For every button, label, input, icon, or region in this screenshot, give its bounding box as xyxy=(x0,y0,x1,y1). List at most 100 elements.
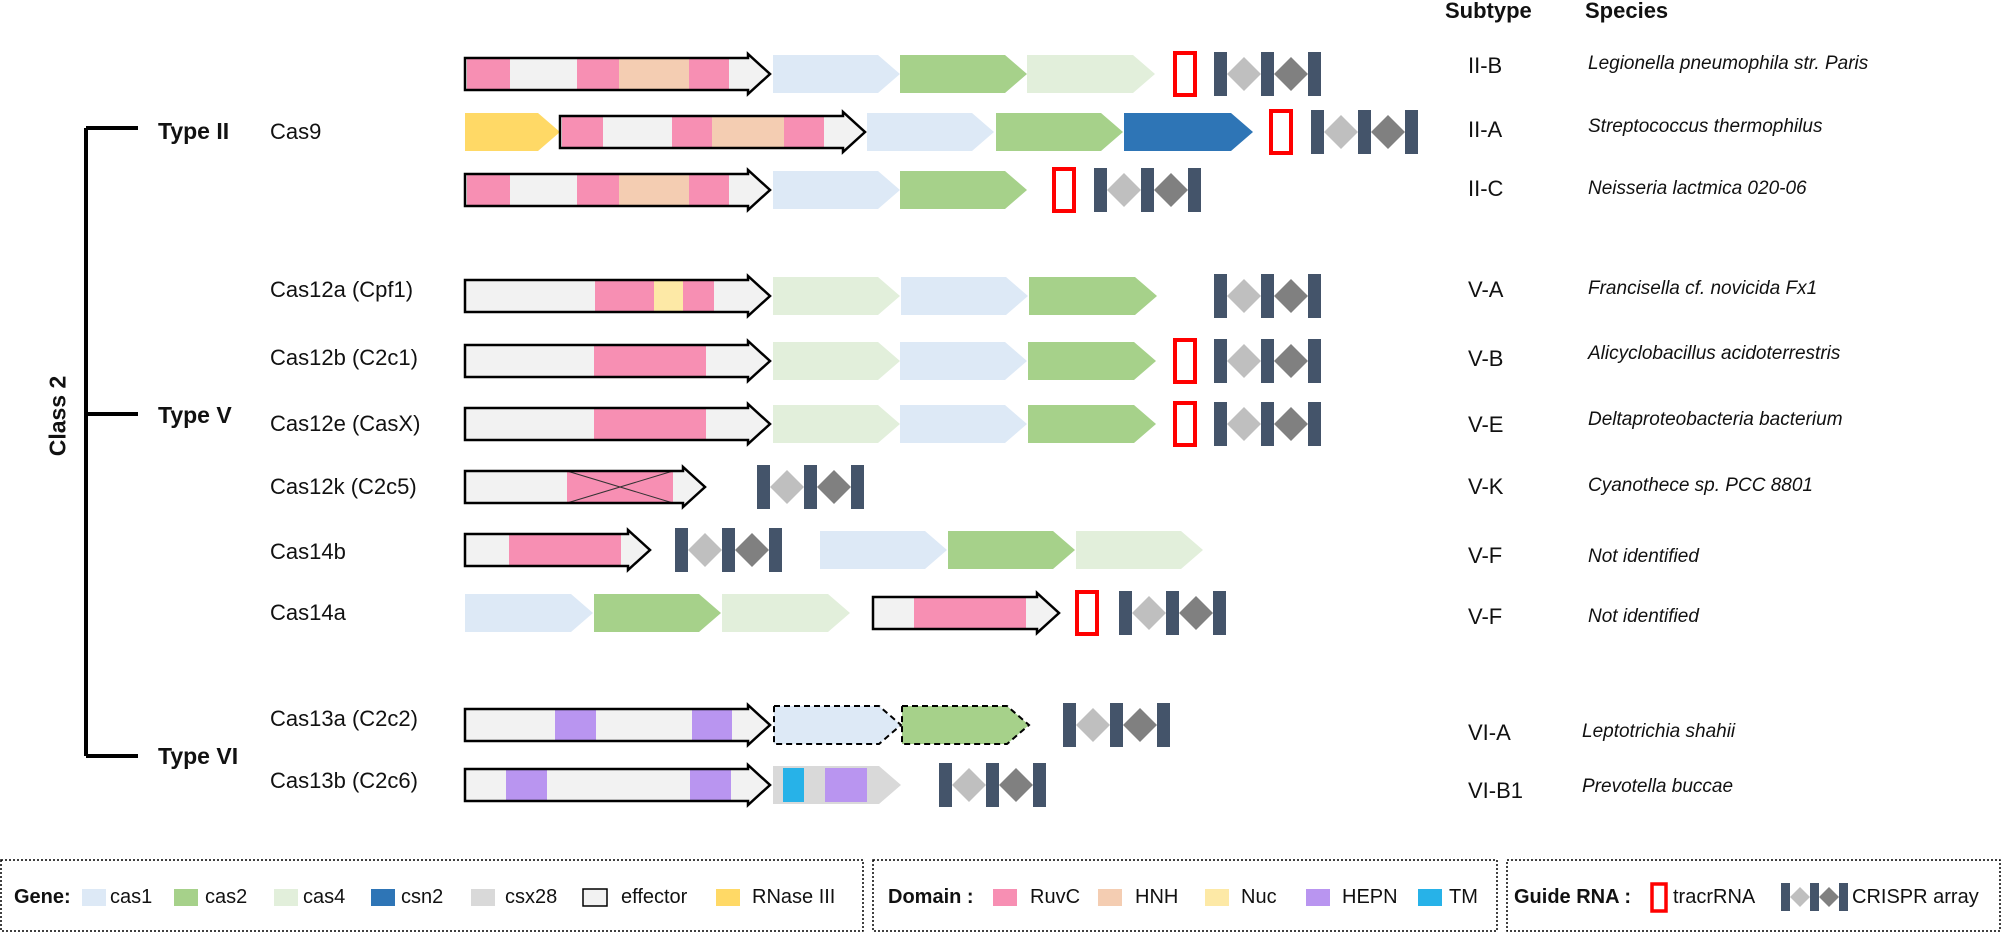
ruvc-domain xyxy=(562,116,603,148)
crispr-spacer xyxy=(1107,173,1141,207)
subtype-label: VI-B1 xyxy=(1468,778,1524,803)
cas4-gene xyxy=(722,594,850,632)
cas1-gene xyxy=(900,342,1027,380)
legend-swatch xyxy=(582,888,608,907)
cas14a-effector-outline xyxy=(871,590,1061,636)
crispr-spacer xyxy=(1227,57,1261,91)
legend-label: csn2 xyxy=(401,886,444,908)
cas1-gene xyxy=(465,594,593,632)
cas4-gene xyxy=(773,405,900,443)
tracrrna-marker xyxy=(1052,167,1076,213)
crispr-spacer xyxy=(817,470,851,504)
cas4-gene xyxy=(773,277,900,315)
ruvc-domain xyxy=(467,58,510,90)
species-label: Cyanothece sp. PCC 8801 xyxy=(1588,475,1813,496)
crispr-spacer xyxy=(1274,279,1308,313)
subtype-label: V-F xyxy=(1468,543,1503,568)
ruvc-domain xyxy=(683,280,714,312)
tracrrna-marker xyxy=(1075,590,1099,636)
hepn-domain xyxy=(555,709,596,741)
legend-label: HEPN xyxy=(1342,886,1398,908)
cas2-gene xyxy=(900,55,1027,93)
cas1-gene xyxy=(820,531,947,569)
cas1-gene xyxy=(901,277,1028,315)
subtype-header: Subtype xyxy=(1445,0,1532,23)
species-header: Species xyxy=(1585,0,1669,23)
hepn-domain xyxy=(825,768,867,802)
ruvc-domain xyxy=(672,116,712,148)
crispr-spacer xyxy=(1274,344,1308,378)
crispr-repeat xyxy=(1308,339,1321,383)
legend-label: tracrRNA xyxy=(1673,886,1756,908)
legend-label: CRISPR array xyxy=(1852,886,1979,908)
species-label: Alicyclobacillus acidoterrestris xyxy=(1588,343,1841,364)
crispr-repeat xyxy=(1063,703,1076,747)
tracrrna-marker xyxy=(1173,338,1197,384)
crispr-repeat xyxy=(1214,402,1227,446)
nuc-domain xyxy=(654,280,683,312)
crispr-spacer xyxy=(1274,57,1308,91)
class-label: Class 2 xyxy=(44,375,71,457)
hnh-domain xyxy=(619,174,689,206)
ruvc-domain xyxy=(689,58,729,90)
tracrrna-marker xyxy=(1173,401,1197,447)
rnase-iii-gene xyxy=(465,113,560,151)
species-label: Legionella pneumophila str. Paris xyxy=(1588,53,1869,74)
crispr-repeat xyxy=(769,528,782,572)
legend-label: Nuc xyxy=(1241,886,1277,908)
gene-legend-box xyxy=(0,859,864,932)
cas12b-effector-outline xyxy=(463,338,772,384)
legend-swatch xyxy=(1306,889,1330,906)
crispr-repeat xyxy=(1157,703,1170,747)
legend-swatch xyxy=(274,889,298,906)
cas2-gene xyxy=(1028,342,1156,380)
cas13b-effector-outline xyxy=(463,762,772,808)
crispr-repeat xyxy=(851,465,864,509)
crispr-spacer xyxy=(999,768,1033,802)
crispr-spacer xyxy=(1324,115,1358,149)
inactive-domain-cross xyxy=(566,470,674,504)
crispr-spacer xyxy=(735,533,769,567)
legend-swatch xyxy=(82,889,106,906)
crispr-repeat xyxy=(939,763,952,807)
crispr-repeat xyxy=(1214,274,1227,318)
tm-domain xyxy=(783,768,804,802)
cas2-gene xyxy=(901,705,1031,745)
protein-label: Cas13b (C2c6) xyxy=(270,768,418,793)
hepn-domain xyxy=(692,709,732,741)
cas1-gene xyxy=(900,405,1027,443)
species-label: Not identified xyxy=(1588,606,1699,627)
cas2-gene xyxy=(1028,405,1156,443)
legend-label: csx28 xyxy=(505,886,558,908)
crispr-repeat xyxy=(1213,591,1226,635)
crispr-repeat xyxy=(986,763,999,807)
crispr-spacer xyxy=(1154,173,1188,207)
ruvc-domain xyxy=(509,534,621,566)
legend-swatch xyxy=(993,889,1017,906)
legend-swatch xyxy=(716,889,740,906)
crispr-repeat xyxy=(1261,52,1274,96)
hnh-domain xyxy=(619,58,689,90)
ruvc-domain xyxy=(467,174,510,206)
cas9-effector-outline xyxy=(463,167,772,213)
crispr-spacer xyxy=(1227,344,1261,378)
cas12e-effector-outline xyxy=(463,401,772,447)
legend-swatch xyxy=(1098,889,1122,906)
cas9-effector-outline xyxy=(463,51,772,97)
subtype-label: VI-A xyxy=(1468,720,1511,745)
crispr-repeat xyxy=(1033,763,1046,807)
crispr-repeat xyxy=(1188,168,1201,212)
type-ii-label: Type II xyxy=(158,118,230,144)
cas4-gene xyxy=(773,342,900,380)
crispr-repeat xyxy=(1405,110,1418,154)
crispr-repeat xyxy=(1214,339,1227,383)
ruvc-domain xyxy=(595,280,654,312)
legend-swatch xyxy=(1418,889,1442,906)
subtype-label: II-C xyxy=(1468,176,1504,201)
cas13a-effector-outline xyxy=(463,702,772,748)
species-label: Deltaproteobacteria bacterium xyxy=(1588,409,1843,430)
subtype-label: V-K xyxy=(1468,474,1504,499)
subtype-label: V-F xyxy=(1468,604,1503,629)
cas12a-effector-outline xyxy=(463,273,772,319)
cas2-gene xyxy=(1029,277,1157,315)
